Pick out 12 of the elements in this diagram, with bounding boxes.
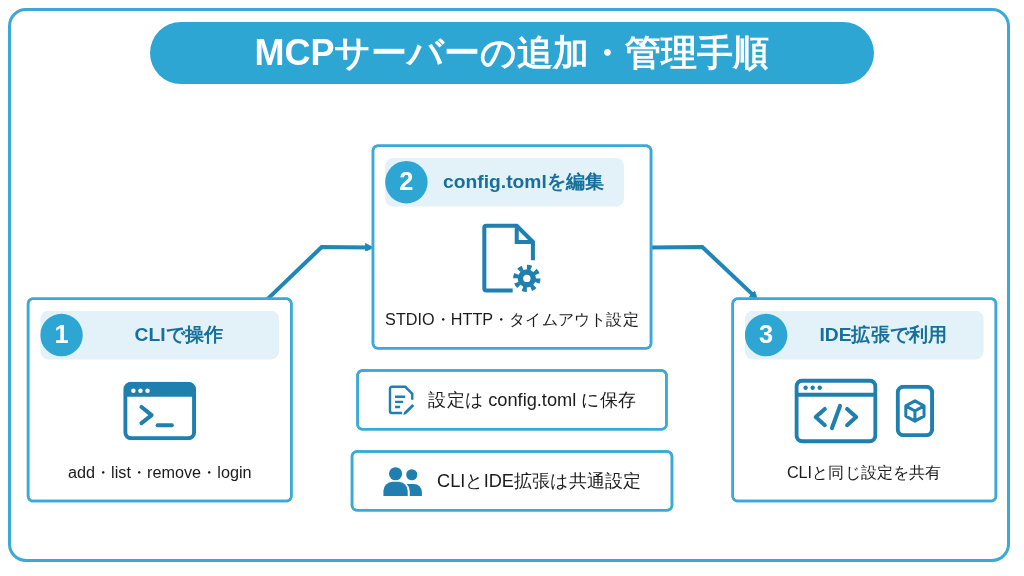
step-title: IDE拡張で利用 bbox=[818, 323, 949, 348]
step-title: CLIで操作 bbox=[133, 323, 225, 348]
note-text: 設定は config.toml に保存 bbox=[428, 388, 637, 412]
step-number: 3 bbox=[744, 313, 788, 357]
step-title: config.tomlを編集 bbox=[442, 170, 606, 195]
step-description: add・list・remove・login bbox=[66, 462, 253, 483]
step-description: CLIと同じ設定を共有 bbox=[785, 462, 943, 483]
note-text: CLIとIDE拡張は共通設定 bbox=[437, 469, 642, 493]
step-description: STDIO・HTTP・タイムアウト設定 bbox=[385, 309, 639, 330]
step-number: 1 bbox=[40, 313, 83, 357]
step-number: 2 bbox=[385, 160, 428, 204]
title-banner: MCPサーバーの追加・管理手順 bbox=[150, 22, 874, 84]
